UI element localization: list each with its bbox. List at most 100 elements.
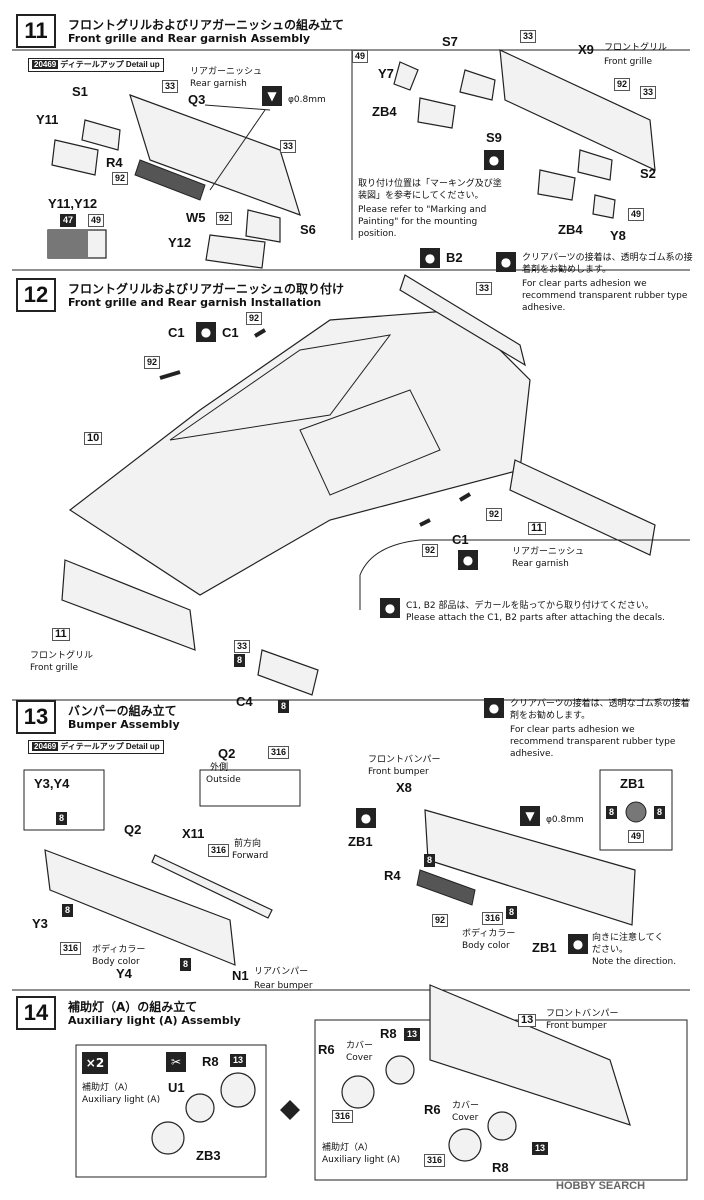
- glue-icon: ●: [420, 248, 440, 268]
- direction-note-en: Note the direction.: [592, 957, 677, 967]
- glue-icon: ●: [484, 698, 504, 718]
- color-8: 8: [506, 906, 518, 919]
- ref-step-13: 13: [518, 1014, 537, 1027]
- label-zb1-a: ZB1: [348, 834, 373, 849]
- front-grille-label-en: Front grille: [604, 57, 653, 67]
- front-grille-label-jp: フロントグリル: [30, 651, 94, 661]
- label-r4: R4: [384, 868, 401, 883]
- color-33: 33: [280, 140, 297, 153]
- label-w5: W5: [186, 210, 206, 225]
- label-x11: X11: [182, 826, 205, 841]
- step-13-title-jp: バンパーの組み立て: [68, 704, 177, 718]
- step-number-13: 13: [16, 700, 56, 734]
- color-316: 316: [60, 942, 82, 955]
- color-8: 8: [62, 904, 74, 917]
- decal-note-jp: C1, B2 部品は、デカールを貼ってから取り付けてください。: [406, 601, 654, 611]
- color-13: 13: [532, 1142, 549, 1155]
- decal-note-en: Please attach the C1, B2 parts after att…: [406, 613, 665, 623]
- label-c1-c: C1: [452, 532, 469, 547]
- label-y3: Y3: [32, 916, 48, 931]
- label-zb4-b: ZB4: [558, 222, 583, 237]
- label-zb1-b: ZB1: [532, 940, 557, 955]
- color-92: 92: [216, 212, 233, 225]
- front-bumper-label-en: Front bumper: [546, 1021, 607, 1031]
- mounting-note-jp: 取り付け位置は「マーキング及び塗装図」を参考にしてください。: [358, 179, 502, 201]
- color-8: 8: [234, 654, 246, 667]
- direction-note-jp: 向きに注意してください。: [592, 933, 664, 955]
- label-s6: S6: [300, 222, 316, 237]
- step-11-title-jp: フロントグリルおよびリアガーニッシュの組み立て: [68, 18, 345, 32]
- label-s2: S2: [640, 166, 656, 181]
- clear-parts-note-jp-13: クリアパーツの接着は、透明なゴム系の接着剤をお勧めします。: [510, 699, 690, 721]
- rear-bumper-part: [44, 849, 236, 966]
- color-316: 316: [332, 1110, 354, 1123]
- rear-bumper-label-jp: リアバンパー: [254, 967, 309, 977]
- label-x8: X8: [396, 780, 412, 795]
- cement-icon: ✂: [166, 1052, 186, 1072]
- color-33: 33: [640, 86, 657, 99]
- body-color-label-jp: ボディカラー: [462, 929, 516, 939]
- glue-icon: ●: [496, 252, 516, 272]
- label-x9: X9: [578, 42, 594, 57]
- color-13: 13: [404, 1028, 421, 1041]
- color-8: 8: [180, 958, 192, 971]
- label-q2-box: Q2: [218, 746, 236, 761]
- drill-icon: ▼: [262, 86, 282, 106]
- label-zb3: ZB3: [196, 1148, 221, 1163]
- color-92: 92: [486, 508, 503, 521]
- aux-light-label-en: Auxiliary light (A): [322, 1155, 401, 1165]
- r4-panel: [134, 159, 206, 201]
- color-33: 33: [234, 640, 251, 653]
- label-r8-a: R8: [380, 1026, 397, 1041]
- front-bumper-aux: [429, 984, 631, 1126]
- color-49: 49: [88, 214, 105, 227]
- cover-label-en: Cover: [346, 1053, 373, 1063]
- cover-label-en: Cover: [452, 1113, 479, 1123]
- color-92: 92: [144, 356, 161, 369]
- front-bumper-label-jp: フロントバンパー: [368, 755, 441, 765]
- times-two-icon: ×2: [82, 1052, 108, 1074]
- clear-parts-note-en: For clear parts adhesion we recommend tr…: [522, 279, 688, 313]
- watermark-logo: HOBBY SEARCH: [556, 1180, 646, 1192]
- glue-icon: ●: [484, 150, 504, 170]
- mounting-note-en: Please refer to "Marking and Painting" f…: [358, 205, 487, 239]
- color-92: 92: [112, 172, 129, 185]
- rear-garnish-label-jp: リアガーニッシュ: [190, 67, 263, 77]
- label-y3-y4: Y3,Y4: [34, 776, 70, 791]
- car-body: [68, 309, 531, 596]
- color-47: 47: [60, 214, 77, 227]
- rear-garnish-label-jp: リアガーニッシュ: [512, 547, 585, 557]
- x11-strip: [151, 854, 273, 919]
- label-s7: S7: [442, 34, 458, 49]
- label-y8: Y8: [610, 228, 626, 243]
- aux-light-label-en: Auxiliary light (A): [82, 1095, 161, 1105]
- forward-label-jp: 前方向: [234, 839, 262, 849]
- color-92: 92: [422, 544, 439, 557]
- color-316: 316: [424, 1154, 446, 1167]
- label-zb1-box: ZB1: [620, 776, 645, 791]
- label-c1-b: C1: [222, 325, 239, 340]
- cover-label-jp: カバー: [346, 1041, 374, 1051]
- glue-icon: ●: [196, 322, 216, 342]
- step-13-title-en: Bumper Assembly: [68, 718, 180, 731]
- color-33: 33: [476, 282, 493, 295]
- label-r4: R4: [106, 155, 123, 170]
- color-316: 316: [482, 912, 504, 925]
- step-11-title-en: Front grille and Rear garnish Assembly: [68, 32, 311, 45]
- color-33: 33: [162, 80, 179, 93]
- label-s9: S9: [486, 130, 502, 145]
- b2-spoiler: [399, 274, 526, 367]
- label-y11-y12: Y11,Y12: [48, 196, 98, 211]
- cover-label-jp: カバー: [452, 1101, 480, 1111]
- rear-bumper-label-en: Rear bumper: [254, 981, 313, 991]
- color-92: 92: [432, 914, 449, 927]
- color-8: 8: [278, 700, 290, 713]
- front-grille-part: [499, 49, 656, 171]
- color-316: 316: [208, 844, 230, 857]
- front-grille-install: [61, 559, 196, 651]
- step-14-title-jp: 補助灯（A）の組み立て: [68, 1000, 198, 1014]
- label-n1: N1: [232, 968, 249, 983]
- drill-size: φ0.8mm: [288, 95, 326, 105]
